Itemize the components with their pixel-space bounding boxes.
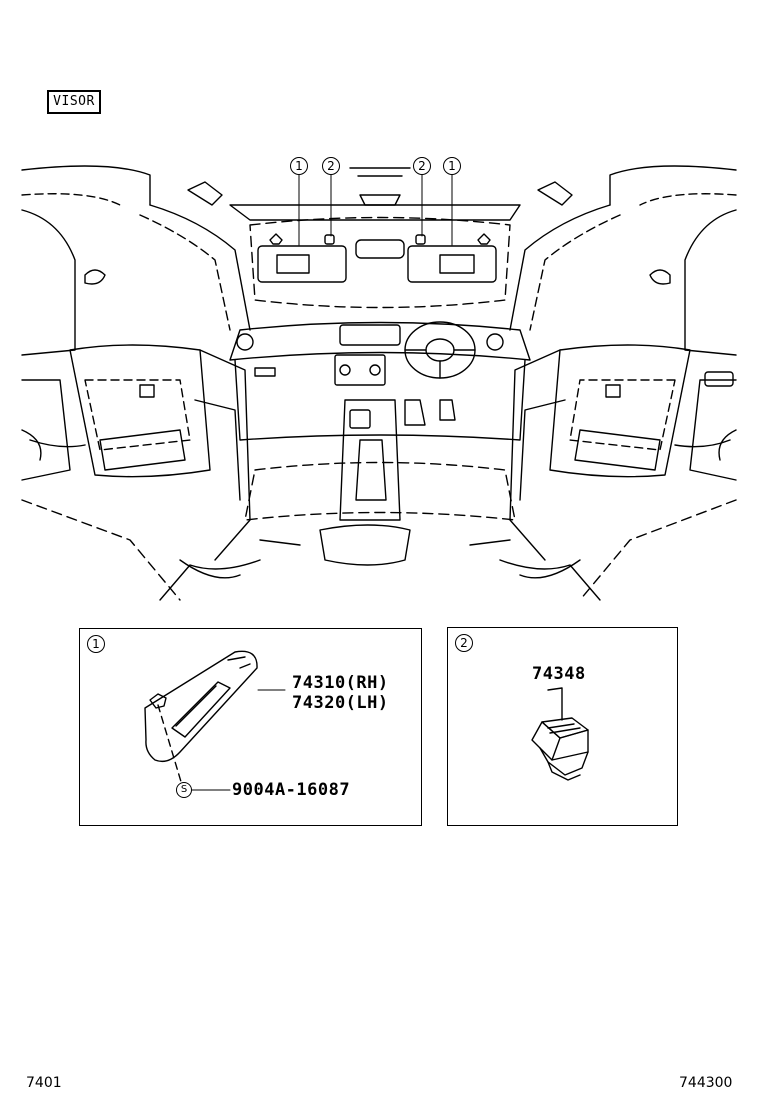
part-number-holder: 74348 [532,664,586,684]
screw-symbol: S [176,782,192,798]
callout-2-right: 2 [413,157,431,175]
panel2-callout: 2 [455,634,473,652]
detail-panel-holder [447,627,678,826]
footer-page-code: 7401 [26,1075,62,1091]
part-number-screw: 9004A-16087 [232,780,351,800]
callout-1-right: 1 [443,157,461,175]
callout-1-left: 1 [290,157,308,175]
part-number-lh-visor: 74320(LH) [292,693,389,713]
callout-2-left: 2 [322,157,340,175]
detail-panel-visor [79,628,422,826]
section-tag-visor: VISOR [47,90,101,114]
footer-illustration-code: 744300 [679,1075,733,1091]
part-number-rh-visor: 74310(RH) [292,673,389,693]
panel1-callout: 1 [87,635,105,653]
